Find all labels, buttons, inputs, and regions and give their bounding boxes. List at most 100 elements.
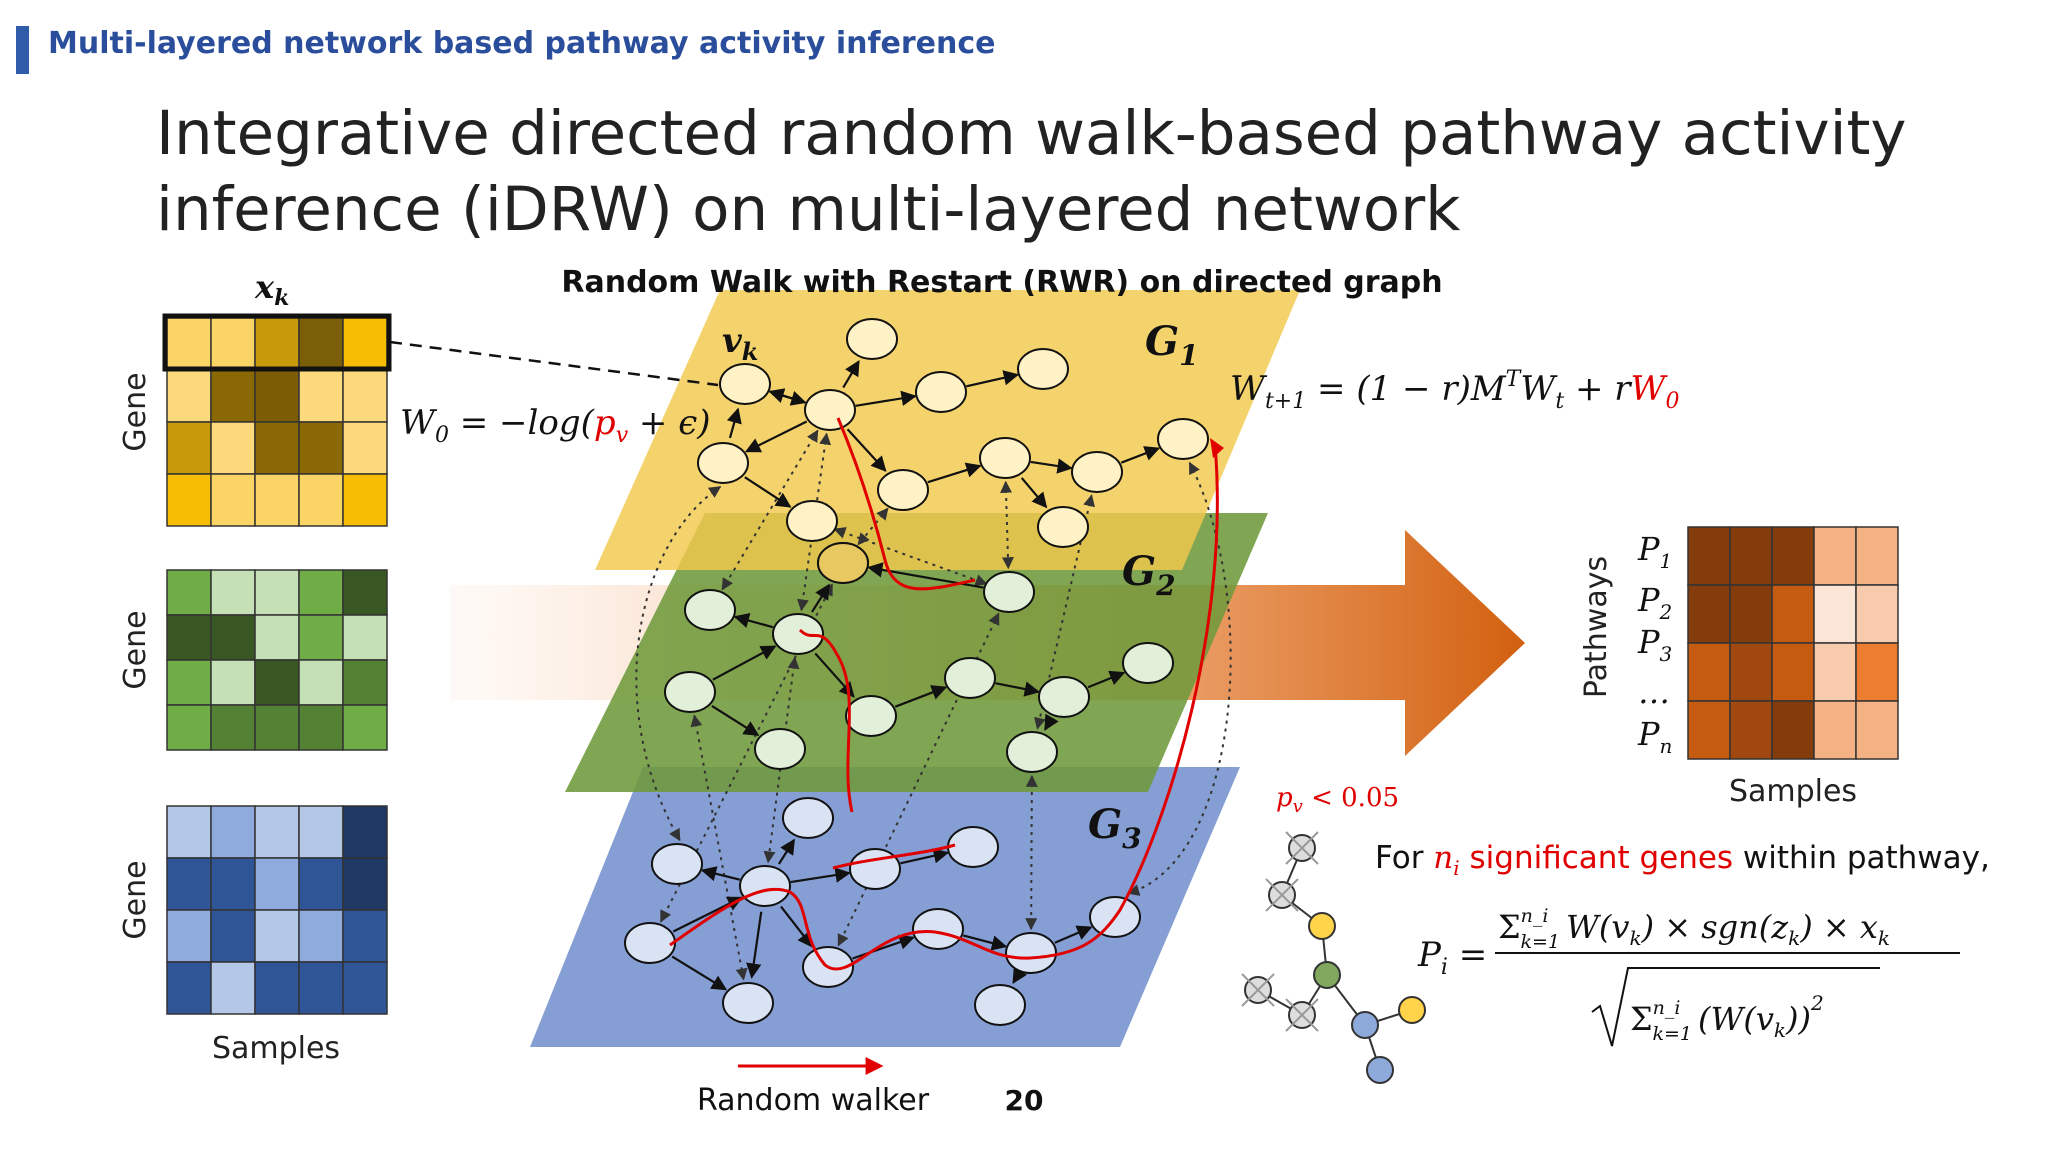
graph-node (1037, 506, 1089, 548)
slide-title: Integrative directed random walk-based p… (156, 96, 1956, 248)
green-matrix-cell (342, 659, 388, 706)
pathway-cell (1813, 526, 1857, 586)
pathway-cell (1687, 584, 1731, 644)
green-matrix-cell (166, 704, 212, 751)
graph-node (697, 442, 749, 484)
excluded-mark (1285, 998, 1319, 1032)
yellow-matrix-cell (254, 317, 300, 371)
blue-matrix-cell (254, 805, 300, 859)
gene-label-2: Gene (118, 610, 153, 689)
blue-matrix-cell (298, 857, 344, 911)
graph-node (1005, 932, 1057, 974)
yellow-matrix-cell (298, 317, 344, 371)
graph-node (947, 826, 999, 868)
graph-edge (671, 955, 728, 991)
selected-gene-row (162, 313, 392, 372)
graph-edge (995, 681, 1041, 697)
green-matrix-cell (298, 614, 344, 661)
graph-node (877, 469, 929, 511)
samples-label-left: Samples (212, 1031, 340, 1066)
mini-node (1366, 1056, 1394, 1084)
omics-matrices (162, 313, 392, 1015)
green-matrix-cell (254, 569, 300, 616)
xk-label: xk (254, 268, 289, 311)
green-matrix-cell (342, 614, 388, 661)
graph-node (845, 695, 897, 737)
green-matrix-cell (254, 704, 300, 751)
pathway-cell (1813, 584, 1857, 644)
yellow-matrix-cell (166, 473, 212, 527)
mini-node (1398, 996, 1426, 1024)
w0-formula: W0 = −log(pv + ϵ) (400, 403, 711, 448)
pathway-cell (1729, 584, 1773, 644)
gene-label-3: Gene (118, 860, 153, 939)
highlighted-node (817, 542, 869, 584)
rwr-formula: Wt+1 = (1 − r)MTWt + rW0 (1230, 367, 1679, 414)
graph-node (912, 908, 964, 950)
graph-edge (1044, 713, 1059, 731)
green-matrix-cell (254, 659, 300, 706)
graph-node (1017, 348, 1069, 390)
blue-matrix-cell (166, 909, 212, 963)
green-matrix-cell (254, 614, 300, 661)
title-line-2: inference (iDRW) on multi-layered networ… (156, 172, 1956, 248)
excluded-mark (1241, 973, 1275, 1007)
blue-matrix-cell (298, 961, 344, 1015)
blue-matrix-cell (254, 909, 300, 963)
pathway-cell (1729, 526, 1773, 586)
graph-edge (852, 934, 915, 960)
layer-g2-label: G2 (1122, 548, 1176, 602)
yellow-matrix-cell (166, 369, 212, 423)
mini-node (1313, 961, 1341, 989)
graph-node (684, 589, 736, 631)
graph-edge (846, 428, 887, 472)
graph-edge (780, 905, 813, 948)
graph-node (1038, 676, 1090, 718)
graph-edge (1012, 966, 1028, 984)
pvalue-threshold: pv < 0.05 (1276, 783, 1399, 817)
graph-edges (671, 360, 1161, 991)
gene-label-1: Gene (118, 372, 153, 451)
green-matrix-cell (298, 659, 344, 706)
pathway-cell (1855, 642, 1899, 702)
graph-edge (726, 407, 742, 439)
graph-edge (1054, 925, 1093, 944)
graph-edge (790, 867, 851, 884)
pathway-cell (1813, 700, 1857, 760)
graph-node (664, 671, 716, 713)
excluded-mark (1265, 878, 1299, 912)
graph-node (974, 984, 1026, 1026)
graph-node (1071, 451, 1123, 493)
blue-matrix-cell (298, 805, 344, 859)
graph-node (786, 500, 838, 542)
yellow-matrix-cell (298, 473, 344, 527)
yellow-matrix-cell (342, 317, 388, 371)
green-matrix-cell (166, 569, 212, 616)
graph-node (719, 363, 771, 405)
graph-edge (1020, 477, 1048, 509)
graph-node (846, 318, 898, 360)
graph-node (754, 728, 806, 770)
pathway-cell (1855, 700, 1899, 760)
graph-node (804, 389, 856, 431)
pathway-cell (1813, 642, 1857, 702)
selection-leader-line (389, 340, 719, 387)
layer-g1-label: G1 (1145, 318, 1199, 372)
inter-layer-edge (721, 429, 819, 591)
graph-edge (744, 476, 792, 508)
yellow-matrix-cell (342, 473, 388, 527)
graph-edge (700, 866, 741, 882)
pathway-cell (1729, 642, 1773, 702)
pathway-cell (1729, 700, 1773, 760)
graph-node (1006, 731, 1058, 773)
mini-node (1308, 912, 1336, 940)
pathway-cell (1855, 584, 1899, 644)
blue-matrix-cell (210, 857, 256, 911)
graph-node (1157, 418, 1209, 460)
yellow-matrix-cell (342, 369, 388, 423)
green-matrix-cell (210, 704, 256, 751)
title-line-2-pre: inference ( (156, 174, 485, 245)
